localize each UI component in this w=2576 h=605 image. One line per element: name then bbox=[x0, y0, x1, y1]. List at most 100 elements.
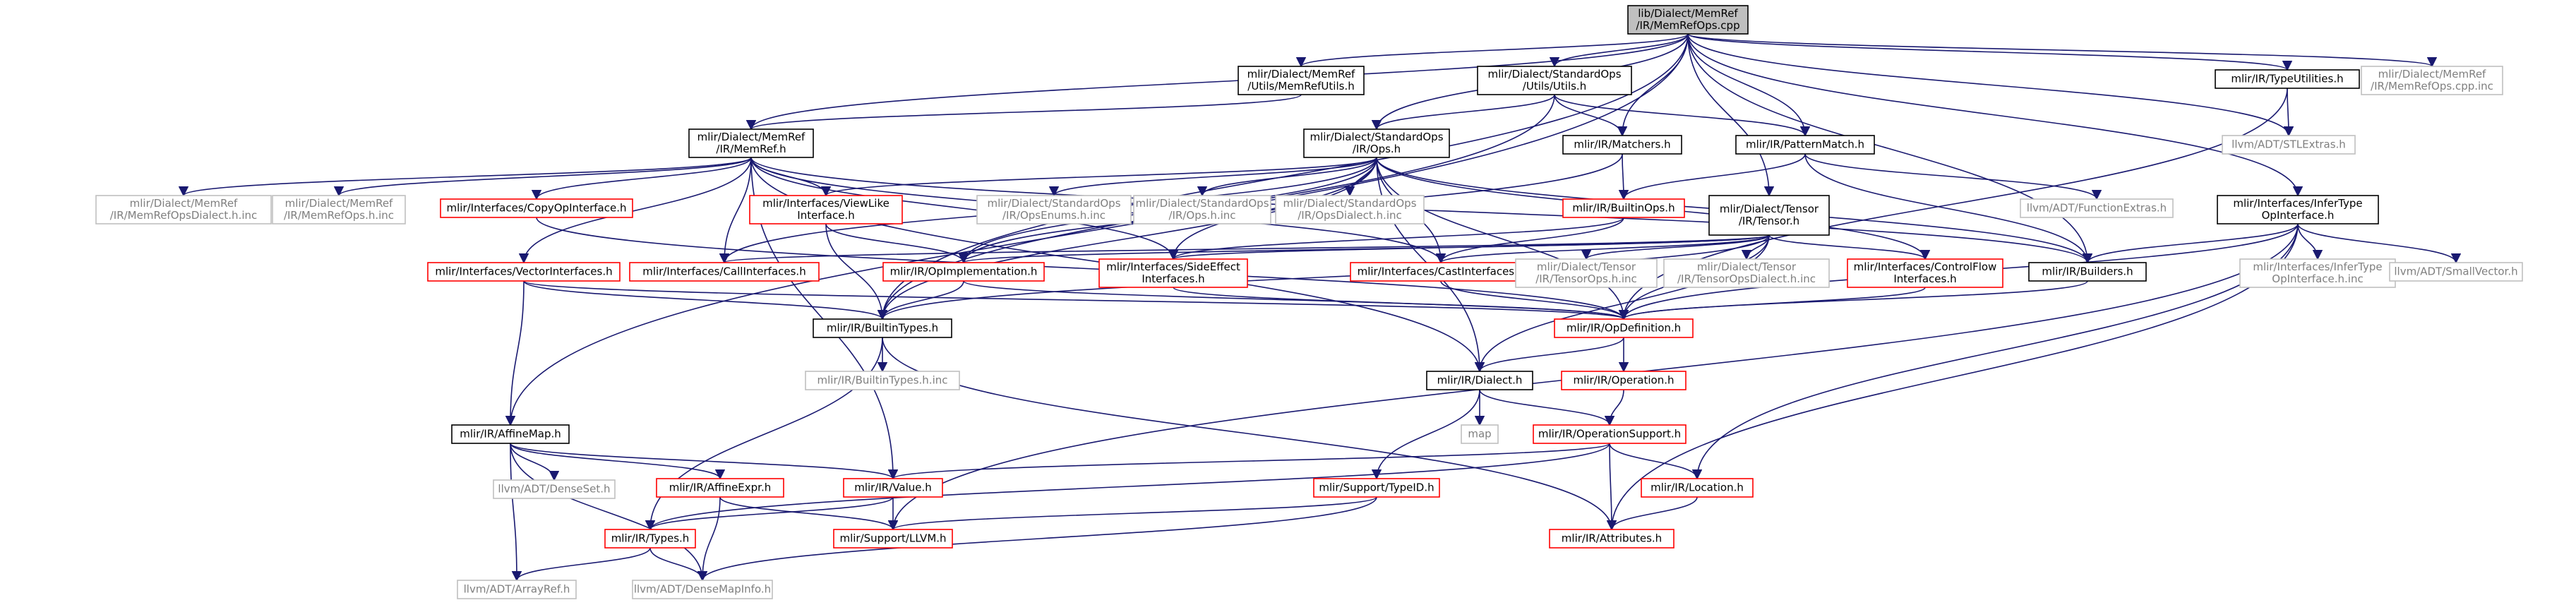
node-memrefutils[interactable]: mlir/Dialect/MemRef/Utils/MemRefUtils.h bbox=[1238, 66, 1365, 95]
node-infertypeinc[interactable]: mlir/Interfaces/InferTypeOpInterface.h.i… bbox=[2239, 258, 2396, 288]
edge-infertype-to-builders bbox=[2082, 223, 2299, 264]
node-label: mlir/IR/Operation.h bbox=[1574, 374, 1675, 387]
node-arrayref[interactable]: llvm/ADT/ArrayRef.h bbox=[457, 580, 577, 599]
node-llvm[interactable]: mlir/Support/LLVM.h bbox=[833, 529, 953, 549]
node-opimpl[interactable]: mlir/IR/OpImplementation.h bbox=[882, 262, 1045, 282]
node-opsupport[interactable]: mlir/IR/OperationSupport.h bbox=[1533, 424, 1687, 444]
edge-tensor-to-builtintypes bbox=[877, 234, 1770, 321]
node-tensoropsdialectinc[interactable]: mlir/Dialect/Tensor/IR/TensorOpsDialect.… bbox=[1663, 258, 1830, 288]
node-builders[interactable]: mlir/IR/Builders.h bbox=[2028, 262, 2147, 282]
edge-stdutils-to-matchers bbox=[1554, 94, 1628, 137]
edge-stdops-to-builtintypes bbox=[877, 157, 1377, 321]
node-dialect[interactable]: mlir/IR/Dialect.h bbox=[1426, 371, 1533, 390]
node-callint[interactable]: mlir/Interfaces/CallInterfaces.h bbox=[629, 262, 820, 282]
edge-memref-to-vectorint bbox=[518, 157, 752, 264]
node-box bbox=[2361, 66, 2503, 95]
node-label: mlir/IR/OperationSupport.h bbox=[1538, 428, 1681, 441]
node-opsenums[interactable]: mlir/Dialect/StandardOps/IR/OpsEnums.h.i… bbox=[976, 195, 1132, 224]
node-memrefopscppinc[interactable]: mlir/Dialect/MemRef/IR/MemRefOps.cpp.inc bbox=[2361, 66, 2503, 95]
node-box bbox=[1549, 529, 1675, 549]
node-memrefopsdialectinc[interactable]: mlir/Dialect/MemRef/IR/MemRefOpsDialect.… bbox=[95, 195, 272, 224]
edge-value-to-types bbox=[645, 496, 894, 531]
node-label: /Utils/Utils.h bbox=[1523, 80, 1586, 92]
node-box bbox=[2222, 135, 2356, 155]
edge-root-to-patternmatch bbox=[1687, 33, 1811, 137]
node-label: lib/Dialect/MemRef bbox=[1638, 7, 1738, 20]
edge-patternmatch-to-builtinops bbox=[1618, 153, 1806, 200]
node-builtintypes[interactable]: mlir/IR/BuiltinTypes.h bbox=[813, 318, 952, 338]
node-typeutil[interactable]: mlir/IR/TypeUtilities.h bbox=[2215, 69, 2360, 89]
edge-affinemap-to-value bbox=[510, 443, 898, 480]
node-operation[interactable]: mlir/IR/Operation.h bbox=[1561, 371, 1687, 390]
node-attributes[interactable]: mlir/IR/Attributes.h bbox=[1549, 529, 1675, 549]
node-vectorint[interactable]: mlir/Interfaces/VectorInterfaces.h bbox=[427, 262, 621, 282]
node-location[interactable]: mlir/IR/Location.h bbox=[1641, 478, 1754, 498]
edge-copyop-to-opdef bbox=[536, 217, 1629, 321]
node-box bbox=[1562, 198, 1685, 218]
node-affinemap[interactable]: mlir/IR/AffineMap.h bbox=[451, 424, 570, 444]
edge-memref-to-sideeffect bbox=[750, 157, 1179, 260]
edge-stdops-to-viewlike bbox=[821, 157, 1377, 197]
node-label: mlir/IR/Types.h bbox=[611, 532, 690, 545]
node-denseset[interactable]: llvm/ADT/DenseSet.h bbox=[493, 479, 616, 499]
node-root[interactable]: lib/Dialect/MemRef/IR/MemRefOps.cpp bbox=[1627, 5, 1749, 35]
node-memrefopsinc[interactable]: mlir/Dialect/MemRef/IR/MemRefOps.h.inc bbox=[272, 195, 406, 224]
edge-stdops-to-opsenums bbox=[1049, 157, 1377, 197]
node-functionextras[interactable]: llvm/ADT/FunctionExtras.h bbox=[2020, 198, 2174, 218]
node-box bbox=[1561, 371, 1687, 390]
node-label: llvm/ADT/SmallVector.h bbox=[2394, 265, 2517, 278]
node-builtintypesinc[interactable]: mlir/IR/BuiltinTypes.h.inc bbox=[805, 371, 960, 390]
node-box bbox=[604, 529, 696, 549]
node-opsdialectinc[interactable]: mlir/Dialect/StandardOps/IR/OpsDialect.h… bbox=[1275, 195, 1425, 224]
node-stdops[interactable]: mlir/Dialect/StandardOps/IR/Ops.h bbox=[1303, 128, 1450, 158]
node-label: mlir/Dialect/MemRef bbox=[697, 131, 805, 143]
edge-typeutil-to-opdef bbox=[1618, 88, 2288, 321]
node-box bbox=[749, 195, 903, 224]
node-tensoropsinc[interactable]: mlir/Dialect/Tensor/IR/TensorOps.h.inc bbox=[1515, 258, 1658, 288]
node-label: mlir/Dialect/StandardOps bbox=[1487, 68, 1621, 80]
node-label: mlir/IR/BuiltinOps.h bbox=[1572, 202, 1675, 215]
node-matchers[interactable]: mlir/IR/Matchers.h bbox=[1562, 135, 1682, 155]
node-typeid[interactable]: mlir/Support/TypeID.h bbox=[1313, 478, 1440, 498]
node-tensor[interactable]: mlir/Dialect/Tensor/IR/Tensor.h bbox=[1708, 195, 1830, 236]
node-value[interactable]: mlir/IR/Value.h bbox=[843, 478, 943, 498]
node-memref[interactable]: mlir/Dialect/MemRef/IR/MemRef.h bbox=[688, 128, 814, 158]
edge-stdops-to-opshinc bbox=[1197, 157, 1377, 197]
node-stlextras[interactable]: llvm/ADT/STLExtras.h bbox=[2222, 135, 2356, 155]
node-box bbox=[427, 262, 621, 282]
edge-typeutil-to-stlextras bbox=[2283, 88, 2294, 137]
node-smallvector[interactable]: llvm/ADT/SmallVector.h bbox=[2389, 262, 2523, 282]
node-label: mlir/Interfaces/SideEffect bbox=[1106, 260, 1240, 273]
node-opdef[interactable]: mlir/IR/OpDefinition.h bbox=[1554, 318, 1694, 338]
node-label: /IR/OpsEnums.h.inc bbox=[1002, 209, 1106, 222]
node-box bbox=[1238, 66, 1365, 95]
node-affineexpr[interactable]: mlir/IR/AffineExpr.h bbox=[656, 478, 784, 498]
node-map[interactable]: map bbox=[1461, 424, 1499, 444]
edge-root-to-typeutil bbox=[1687, 33, 2292, 71]
node-label: mlir/Dialect/StandardOps bbox=[1283, 197, 1416, 210]
node-builtinops[interactable]: mlir/IR/BuiltinOps.h bbox=[1562, 198, 1685, 218]
node-patternmatch[interactable]: mlir/IR/PatternMatch.h bbox=[1735, 135, 1875, 155]
node-stdutils[interactable]: mlir/Dialect/StandardOps/Utils/Utils.h bbox=[1477, 66, 1632, 95]
edge-stdops-to-opdef bbox=[1376, 157, 1629, 321]
node-densemapinfo[interactable]: llvm/ADT/DenseMapInfo.h bbox=[632, 580, 773, 599]
node-castint[interactable]: mlir/Interfaces/CastInterfaces.h bbox=[1350, 262, 1532, 282]
node-label: llvm/ADT/STLExtras.h bbox=[2231, 138, 2346, 151]
edge-builtinops-to-castint bbox=[1435, 217, 1624, 264]
node-copyop[interactable]: mlir/Interfaces/CopyOpInterface.h bbox=[440, 198, 633, 218]
edge-root-to-affinemap bbox=[505, 33, 1689, 426]
node-opshinc[interactable]: mlir/Dialect/StandardOps/IR/Ops.h.inc bbox=[1133, 195, 1271, 224]
node-box bbox=[1133, 195, 1271, 224]
node-label: mlir/Interfaces/CallInterfaces.h bbox=[642, 265, 805, 278]
node-label: map bbox=[1468, 428, 1491, 441]
node-box bbox=[457, 580, 577, 599]
node-label: Interface.h bbox=[797, 209, 854, 222]
node-label: mlir/Support/TypeID.h bbox=[1319, 481, 1434, 494]
node-types[interactable]: mlir/IR/Types.h bbox=[604, 529, 696, 549]
node-box bbox=[2020, 198, 2174, 218]
edge-infertype-to-smallvector bbox=[2297, 223, 2462, 264]
